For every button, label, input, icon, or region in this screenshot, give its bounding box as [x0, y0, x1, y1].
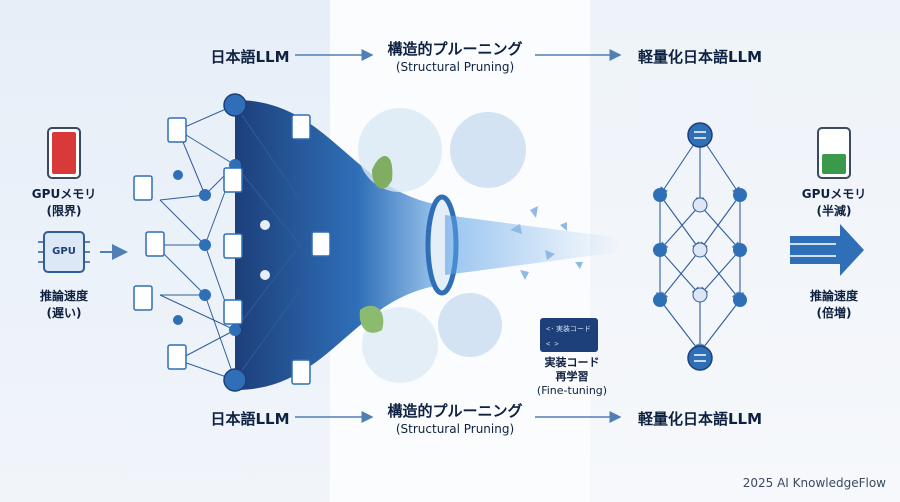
right-memory-label: GPUメモリ (半減): [801, 187, 867, 218]
top-method-label: 構造的プルーニング: [387, 40, 523, 58]
document-icons: [133, 114, 331, 385]
leaf-icon-bottom: [359, 305, 384, 333]
pruned-shards: [510, 206, 583, 280]
left-speed-label: 推論速度 (遅い): [39, 289, 89, 320]
gpu-memory-half-fill: [822, 154, 846, 174]
gpu-chip-label: GPU: [52, 246, 76, 257]
top-result-label: 軽量化日本語LLM: [637, 48, 763, 66]
right-network-nodes: [653, 122, 747, 371]
leaf-icon: [372, 156, 393, 189]
decor-wave-circle: [450, 112, 526, 188]
left-network-nodes: [173, 93, 270, 392]
decor-pattern-circle: [358, 108, 442, 192]
bottom-source-label: 日本語LLM: [210, 410, 290, 428]
terminal-text: 実装コード: [556, 324, 591, 333]
bottom-result-label: 軽量化日本語LLM: [637, 410, 763, 428]
top-source-label: 日本語LLM: [210, 48, 290, 66]
svg-text:<·: <·: [546, 325, 554, 333]
code-terminal-icon: [540, 318, 598, 352]
bottom-method-label: 構造的プルーニング: [387, 402, 523, 420]
speed-up-arrow-icon: [790, 224, 864, 276]
left-memory-label: GPUメモリ (限界): [31, 187, 97, 218]
gpu-chip-pins: [38, 241, 90, 263]
right-speed-label: 推論速度 (倍増): [809, 289, 859, 320]
gpu-memory-full-fill: [52, 132, 76, 174]
finetune-label: 実装コード 再学習 (Fine-tuning): [536, 356, 608, 397]
footer-credit: 2025 AI KnowledgeFlow: [742, 476, 886, 490]
bottom-method-en-label: (Structural Pruning): [395, 422, 515, 436]
pruning-funnel-shape: [235, 100, 440, 390]
decor-circle: [438, 293, 502, 357]
data-stream-shape: [445, 215, 620, 275]
top-method-en-label: (Structural Pruning): [395, 60, 515, 74]
svg-text:< >: < >: [546, 340, 559, 348]
